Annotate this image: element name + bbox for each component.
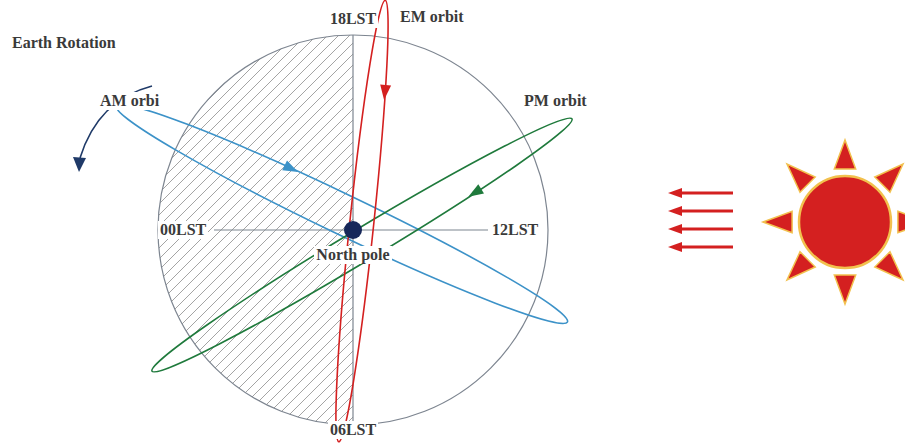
sun-symbol [763,140,905,304]
sunlight-arrowhead [668,224,682,234]
sunlight-arrow [680,210,733,213]
sun-ray [763,211,792,232]
pole-label: North pole [314,246,391,264]
sun-ray [898,211,905,232]
sun-ray [834,140,855,169]
sun-ray [834,275,855,304]
sunlight-arrow [680,192,733,195]
sun-ray [787,164,815,192]
lst-label: 06LST [328,421,378,439]
lst-label: 00LST [158,221,208,239]
pm-orbit [144,105,580,385]
orbit-label: AM orbi [98,92,161,110]
em-orbit [327,0,397,443]
em-orbit-arrow [379,84,392,100]
sun-ray [787,252,815,280]
north-pole-dot [344,221,362,239]
rotation-label: Earth Rotation [10,34,118,52]
lst-label: 12LST [490,221,540,239]
earth-outline [158,35,548,425]
sunlight-arrow [680,228,733,231]
sunlight-arrowhead [668,206,682,216]
sun-disc [799,176,891,268]
sun-arrows [668,188,733,252]
sunlight-arrowhead [668,242,682,252]
pm-orbit-arrow [465,184,484,201]
rotation-arrowhead [73,157,86,172]
lst-label: 18LST [328,10,378,28]
sunlight-arrowhead [668,188,682,198]
sun-ray [875,164,903,192]
am-orbit-arrow [282,160,300,176]
orbit-label: PM orbit [522,92,589,110]
sun-ray [875,252,903,280]
orbit-label: EM orbit [398,8,466,26]
sunlight-arrow [680,246,733,249]
